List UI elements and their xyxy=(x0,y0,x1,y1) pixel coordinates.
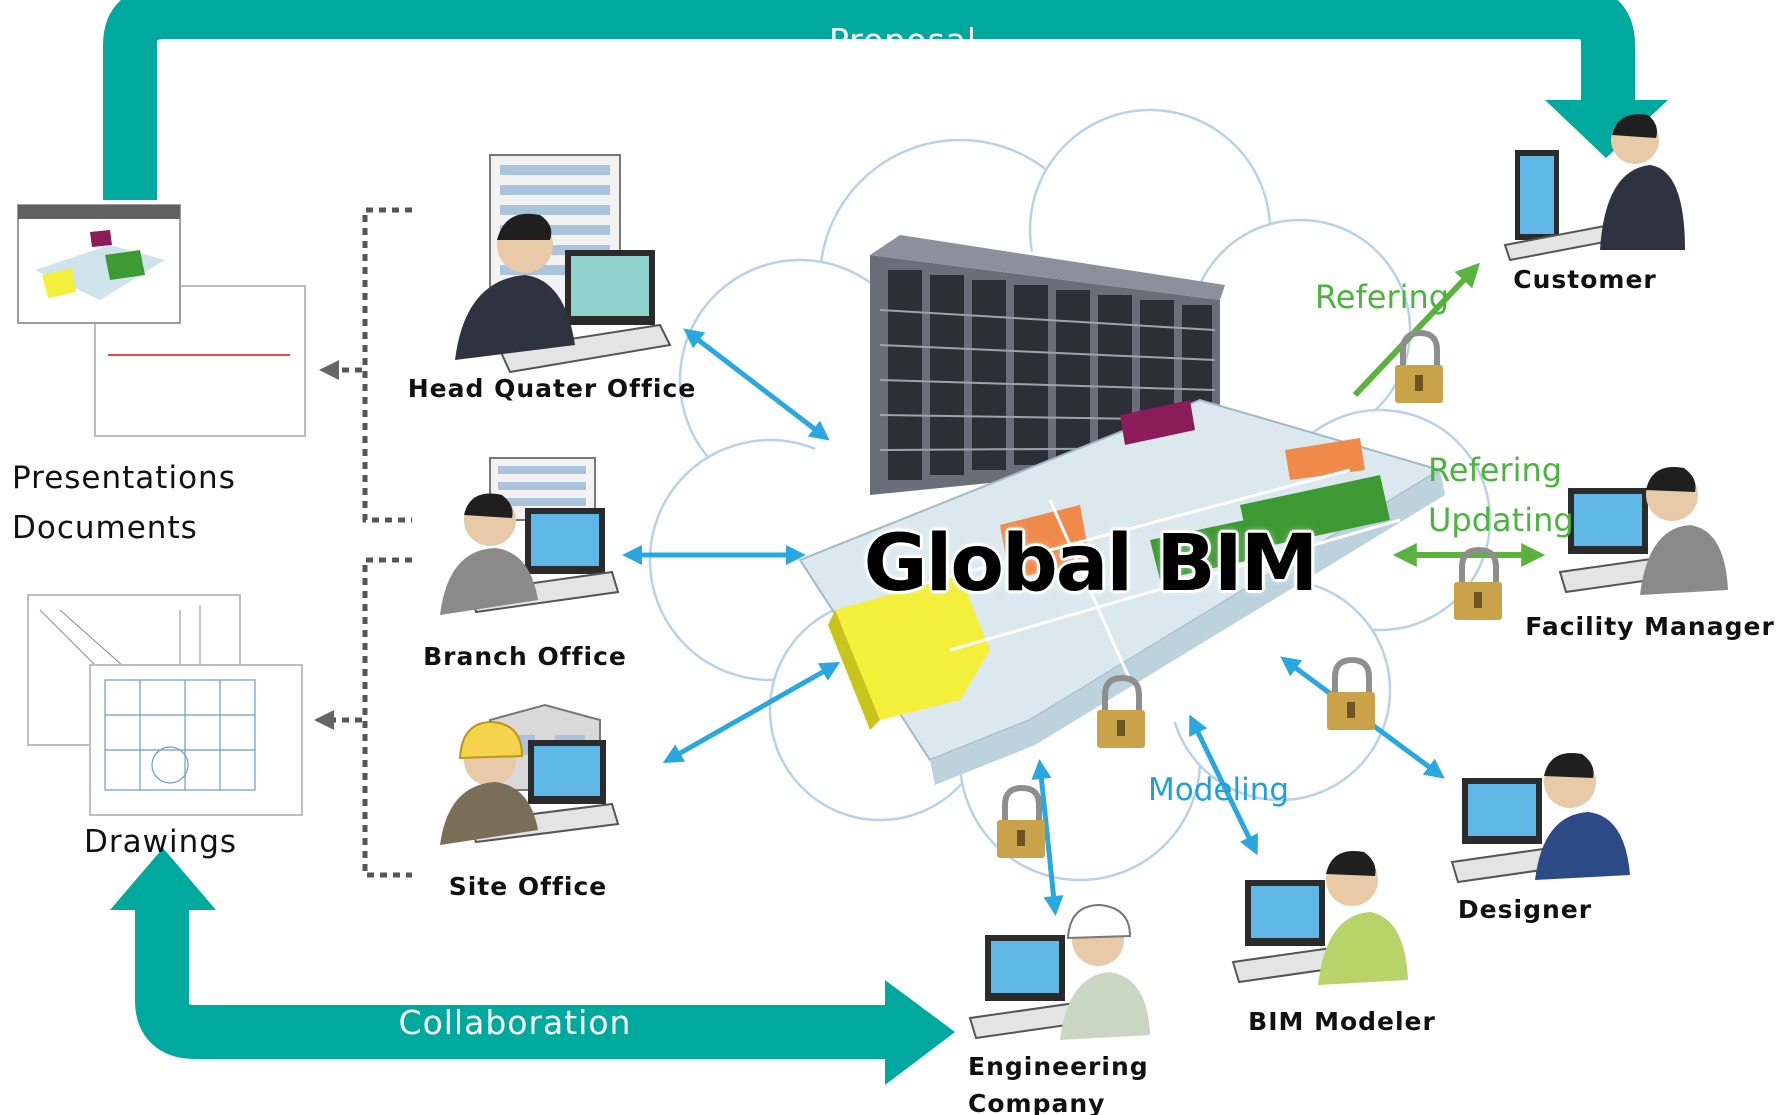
engineering-company-worker-icon xyxy=(968,903,1150,1040)
lock-icon xyxy=(1097,674,1145,748)
refering-customer-label: Refering xyxy=(1315,278,1449,316)
global-bim-title: Global BIM xyxy=(864,519,1317,609)
branch-office-label: Branch Office xyxy=(423,642,627,671)
presentation-document-icon xyxy=(17,204,306,437)
refering-facility-label: Refering xyxy=(1428,451,1562,489)
proposal-label: Proposal xyxy=(829,21,977,60)
site-office-worker-icon xyxy=(440,720,620,845)
engineering-company-label-line1: Engineering xyxy=(968,1052,1149,1081)
customer-worker-icon xyxy=(1503,114,1685,262)
documents-label: Documents xyxy=(12,510,198,546)
updating-label: Updating xyxy=(1428,501,1574,539)
drawings-label: Drawings xyxy=(84,824,237,860)
modeling-label: Modeling xyxy=(1148,772,1289,808)
designer-label: Designer xyxy=(1458,895,1592,924)
collaboration-label: Collaboration xyxy=(399,1003,632,1042)
facility-manager-label: Facility Manager xyxy=(1525,612,1775,641)
engineering-company-label-line2: Company xyxy=(968,1089,1105,1115)
office-cloud-arrows xyxy=(622,328,1445,916)
head-office-worker-icon xyxy=(455,213,672,374)
presentations-label: Presentations xyxy=(12,460,236,496)
branch-office-worker-icon xyxy=(440,493,620,615)
site-office-label: Site Office xyxy=(449,872,608,901)
head-office-label: Head Quater Office xyxy=(408,374,697,403)
lock-icon xyxy=(1454,546,1502,620)
lock-icon xyxy=(1395,329,1443,403)
lock-icon xyxy=(997,784,1045,858)
facility-manager-worker-icon xyxy=(1558,466,1728,595)
bim-modeler-worker-icon xyxy=(1231,850,1408,985)
lock-icon xyxy=(1327,656,1375,730)
collaboration-flow-arrow xyxy=(110,848,955,1085)
bim-modeler-label: BIM Modeler xyxy=(1248,1007,1436,1036)
bim-floor-plan-model xyxy=(798,398,1445,785)
customer-label: Customer xyxy=(1513,265,1657,294)
document-connectors xyxy=(314,207,412,878)
designer-worker-icon xyxy=(1450,752,1630,884)
drawing-document-icon xyxy=(27,594,303,816)
